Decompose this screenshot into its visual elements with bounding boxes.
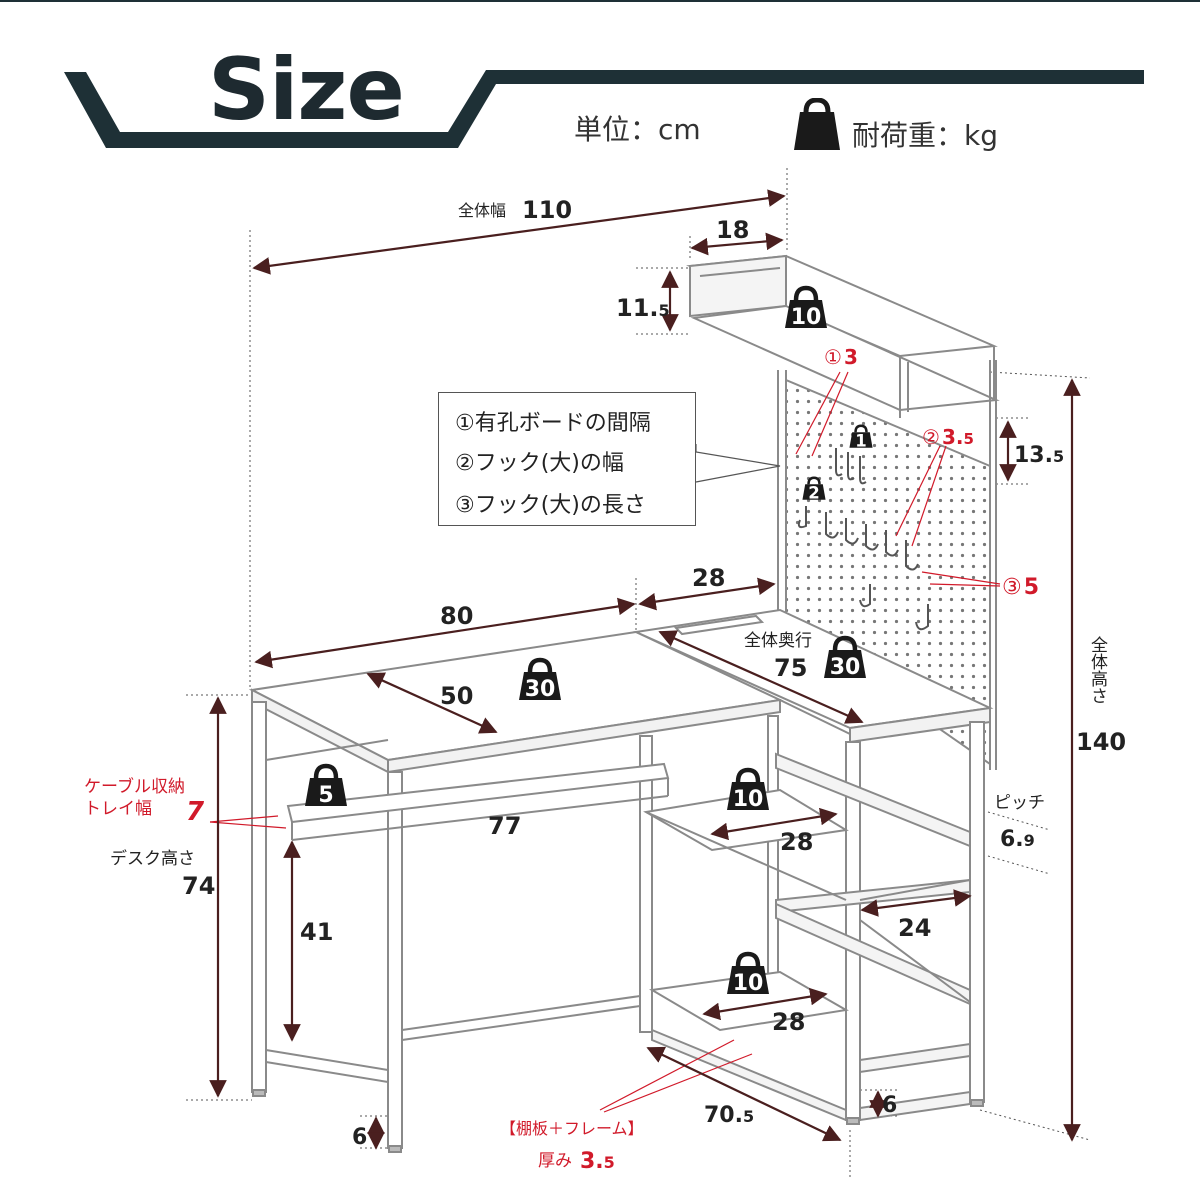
thickness-label: 厚み	[538, 1151, 572, 1171]
weight-icon-desk-side: 30	[824, 638, 866, 680]
cable-tray-label-1: ケーブル収納	[84, 776, 185, 797]
pegboard-right-height-main: 13.	[1014, 443, 1053, 468]
total-depth-value: 75	[774, 654, 807, 682]
pegboard-right-height-sub: 5	[1053, 447, 1064, 466]
foot-right: 6	[882, 1093, 897, 1118]
legend-item-3: ③フック(大)の長さ	[455, 493, 646, 518]
weight-icon-shelf-upper: 10	[727, 770, 769, 812]
top-shelf-depth: 18	[716, 216, 749, 244]
unit-label: 単位：cm	[574, 113, 701, 146]
header-banner	[64, 70, 1144, 148]
cable-tray-label-2: トレイ幅	[84, 799, 152, 819]
desk-width: 80	[440, 602, 473, 630]
desk-height-value: 74	[182, 872, 215, 900]
legroom-height: 41	[300, 918, 333, 946]
top-shelf-height: 11.5	[616, 294, 670, 322]
top-shelf-height-main: 11.	[616, 294, 659, 322]
weight-icon-shelf-lower: 10	[727, 954, 769, 996]
foot-left: 6	[352, 1125, 367, 1150]
load-shelf-lower: 10	[733, 971, 764, 996]
load-hook-small: 2	[808, 484, 819, 503]
weight-icons: 10 1 2 30 30 5 10 10	[305, 288, 874, 996]
hook2-main: 3.	[942, 425, 964, 449]
hook3-callout: ③5	[1002, 575, 1039, 600]
load-unit-label: 耐荷重：kg	[852, 119, 998, 152]
total-width-label: 全体幅	[458, 201, 506, 220]
bottom-span-sub: 5	[743, 1107, 754, 1126]
thickness-sub: 5	[604, 1153, 615, 1172]
bottom-span: 70.5	[704, 1103, 754, 1128]
pitch-main: 6.	[1000, 827, 1024, 852]
load-desk-side: 30	[830, 655, 861, 680]
hook2-sub: 5	[963, 430, 973, 448]
weight-icon-cable-tray: 5	[305, 766, 347, 808]
header-left-frame	[64, 70, 1144, 148]
dimension-lines	[209, 189, 1081, 1150]
load-cable-tray: 5	[318, 783, 333, 808]
thickness-main: 3.	[580, 1149, 604, 1174]
load-shelf-upper: 10	[733, 787, 764, 812]
load-hook-large: 1	[855, 432, 866, 451]
load-top-shelf: 10	[791, 305, 822, 330]
dimension-labels: 全体幅 110 18 11.5 13.5 28 80 50 全体奥行 75 ケー…	[84, 196, 1126, 1174]
hook2-marker: ②	[922, 425, 940, 449]
top-shelf-height-sub: 5	[659, 301, 670, 320]
weight-icon-desk-main: 30	[519, 660, 561, 702]
pitch-label: ピッチ	[994, 793, 1045, 813]
pitch-sub: 9	[1024, 831, 1035, 850]
pitch: 6.9	[1000, 827, 1035, 852]
shelf-depth-upper: 28	[780, 828, 813, 856]
total-height-value: 140	[1076, 728, 1126, 756]
side-depth: 28	[692, 564, 725, 592]
total-height-label: 全体高さ	[1087, 636, 1107, 704]
desk-outline	[248, 254, 1000, 1153]
weight-icon-top-shelf: 10	[785, 288, 827, 330]
hook3-marker: ③	[1002, 575, 1022, 600]
page-title: Size	[208, 40, 405, 140]
legend-item-1: ①有孔ボードの間隔	[455, 411, 651, 436]
legend-connector	[695, 444, 781, 483]
cable-tray-width: 7	[186, 797, 205, 827]
weight-icon-hook-large: 1	[848, 424, 874, 451]
hook1-marker: ①	[824, 345, 842, 369]
top-rule	[0, 0, 1200, 2]
desk-height-label: デスク高さ	[110, 848, 195, 869]
pegboard-hooks	[797, 448, 929, 631]
pegboard-legend: ①有孔ボードの間隔 ②フック(大)の幅 ③フック(大)の長さ	[438, 392, 696, 526]
weight-icon-hook-small: 2	[801, 476, 827, 503]
total-width-value: 110	[522, 196, 572, 224]
load-desk-main: 30	[525, 677, 556, 702]
shelf-depth-lower: 28	[772, 1008, 805, 1036]
bottom-span-main: 70.	[704, 1103, 743, 1128]
total-depth-label: 全体奥行	[744, 631, 812, 651]
hook3-value: 5	[1024, 575, 1039, 600]
desk-depth: 50	[440, 682, 473, 710]
weight-legend-icon	[794, 98, 840, 150]
pegboard-right-height: 13.5	[1014, 443, 1064, 468]
hook1-value: 3	[844, 345, 858, 369]
shelf-depth-mid: 24	[898, 914, 931, 942]
tray-length: 77	[488, 812, 521, 840]
thickness: 3.5	[580, 1149, 615, 1174]
legend-item-2: ②フック(大)の幅	[455, 451, 624, 476]
frame-label: 【棚板＋フレーム】	[500, 1119, 644, 1138]
